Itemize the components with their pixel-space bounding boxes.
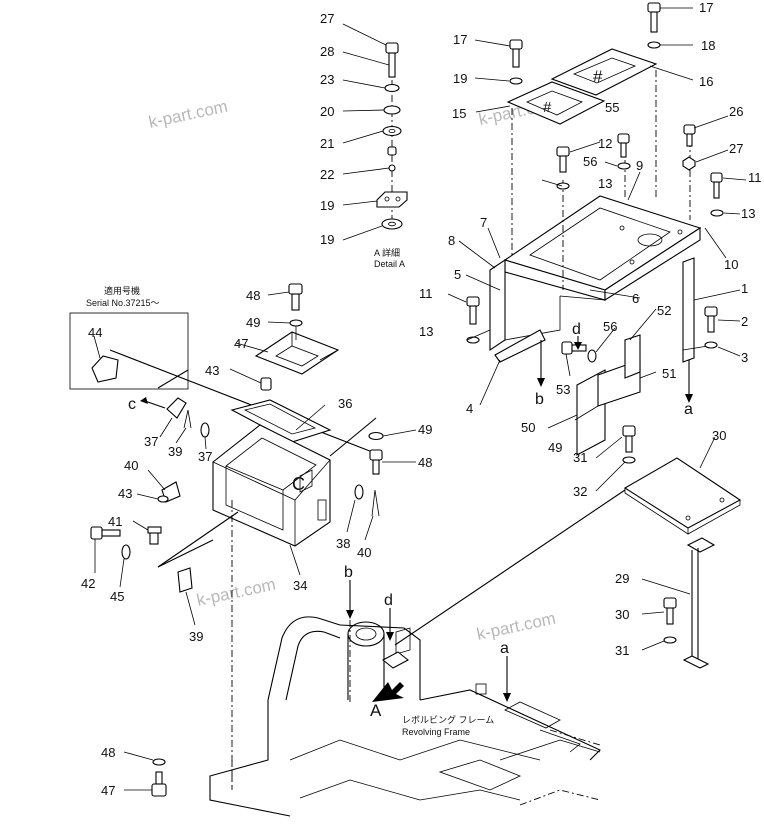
ref-letter: A	[370, 701, 382, 720]
ref-letter: a	[684, 401, 693, 418]
callout: 32	[573, 484, 587, 499]
svg-text:#: #	[543, 99, 552, 116]
callout: 41	[108, 514, 122, 529]
callout: 49	[418, 422, 432, 437]
callout: 34	[293, 578, 307, 593]
callout: 20	[320, 104, 334, 119]
callout: 4	[466, 401, 473, 416]
callout: 29	[615, 571, 629, 586]
serial-label-en: Serial No.37215～	[86, 298, 160, 308]
callout: 13	[741, 206, 755, 221]
callout: 13	[419, 324, 433, 339]
callout: 22	[320, 167, 334, 182]
detail-a-stack	[342, 23, 408, 241]
callout: 28	[320, 44, 334, 59]
callout: 16	[699, 74, 713, 89]
revolving-frame	[123, 580, 601, 817]
callout: 43	[205, 363, 219, 378]
callout: 48	[418, 455, 432, 470]
callout: 9	[636, 158, 643, 173]
upper-box-assembly: # #	[447, 2, 747, 456]
callout: 17	[453, 32, 467, 47]
callout: 50	[521, 420, 535, 435]
callout: 56	[603, 319, 617, 334]
watermark: k-part.com	[147, 97, 229, 132]
callout: 40	[357, 545, 371, 560]
ref-letter: b	[535, 391, 544, 408]
ref-letter: b	[344, 564, 353, 581]
ref-letter: d	[572, 321, 581, 338]
svg-text:C: C	[292, 474, 305, 494]
callout: 8	[448, 233, 455, 248]
callout: 37	[144, 434, 158, 449]
callout: 36	[338, 396, 352, 411]
callout-labels: 27 28 23 20 21 22 19 19 A 詳細 Detail A 17…	[81, 0, 762, 798]
frame-label-en: Revolving Frame	[402, 727, 470, 737]
callout: 49	[246, 315, 260, 330]
callout: 43	[118, 486, 132, 501]
callout: 26	[729, 104, 743, 119]
callout: 45	[110, 589, 124, 604]
callout: 21	[320, 136, 334, 151]
callout: 17	[699, 0, 713, 15]
callout: 39	[189, 629, 203, 644]
callout: 48	[101, 745, 115, 760]
callout: 56	[583, 154, 597, 169]
callout: 19	[320, 232, 334, 247]
callout: 11	[419, 286, 433, 301]
callout: 27	[320, 11, 334, 26]
callout: 39	[168, 444, 182, 459]
callout: 55	[605, 100, 619, 115]
callout: 12	[598, 136, 612, 151]
watermark: k-part.com	[195, 575, 277, 610]
watermark: k-part.com	[475, 609, 557, 644]
callout: 42	[81, 576, 95, 591]
callout: 30	[615, 607, 629, 622]
callout: 7	[480, 215, 487, 230]
ref-letter: d	[384, 592, 393, 609]
callout: 19	[320, 198, 334, 213]
callout: 13	[598, 176, 612, 191]
callout: 44	[88, 325, 102, 340]
callout: 47	[234, 336, 248, 351]
callout: 31	[573, 450, 587, 465]
callout: 10	[724, 257, 738, 272]
callout: 49	[548, 440, 562, 455]
callout: 53	[556, 382, 570, 397]
callout: 52	[657, 303, 671, 318]
callout: 23	[320, 72, 334, 87]
callout: 27	[729, 141, 743, 156]
callout: 31	[615, 643, 629, 658]
ref-letter: c	[128, 396, 136, 413]
svg-text:#: #	[593, 67, 603, 86]
reference-letters: a a b b c c d d A レボルビング フレーム Revolving …	[128, 321, 693, 737]
callout: 40	[124, 458, 138, 473]
callout: 11	[748, 170, 762, 185]
lower-box-assembly: C	[90, 283, 417, 790]
callout: 37	[198, 449, 212, 464]
callout: 47	[101, 783, 115, 798]
callout: 30	[712, 428, 726, 443]
ref-letter: c	[290, 474, 299, 494]
callout: 38	[336, 536, 350, 551]
serial-box	[69, 312, 381, 456]
ref-letter: a	[500, 640, 509, 657]
right-lower-parts	[394, 425, 742, 669]
callout: 5	[454, 267, 461, 282]
callout: 19	[453, 71, 467, 86]
callout: 2	[741, 314, 748, 329]
callout: 48	[246, 288, 260, 303]
callout: 6	[632, 291, 639, 306]
callout: 18	[701, 38, 715, 53]
detail-label-jp: A 詳細	[374, 247, 400, 258]
detail-label-en: Detail A	[374, 259, 405, 269]
callout: 1	[741, 281, 748, 296]
serial-label-jp: 適用号機	[104, 285, 140, 296]
callout: 3	[741, 350, 748, 365]
callout: 15	[452, 106, 466, 121]
frame-label-jp: レボルビング フレーム	[402, 714, 494, 725]
callout: 51	[662, 366, 676, 381]
